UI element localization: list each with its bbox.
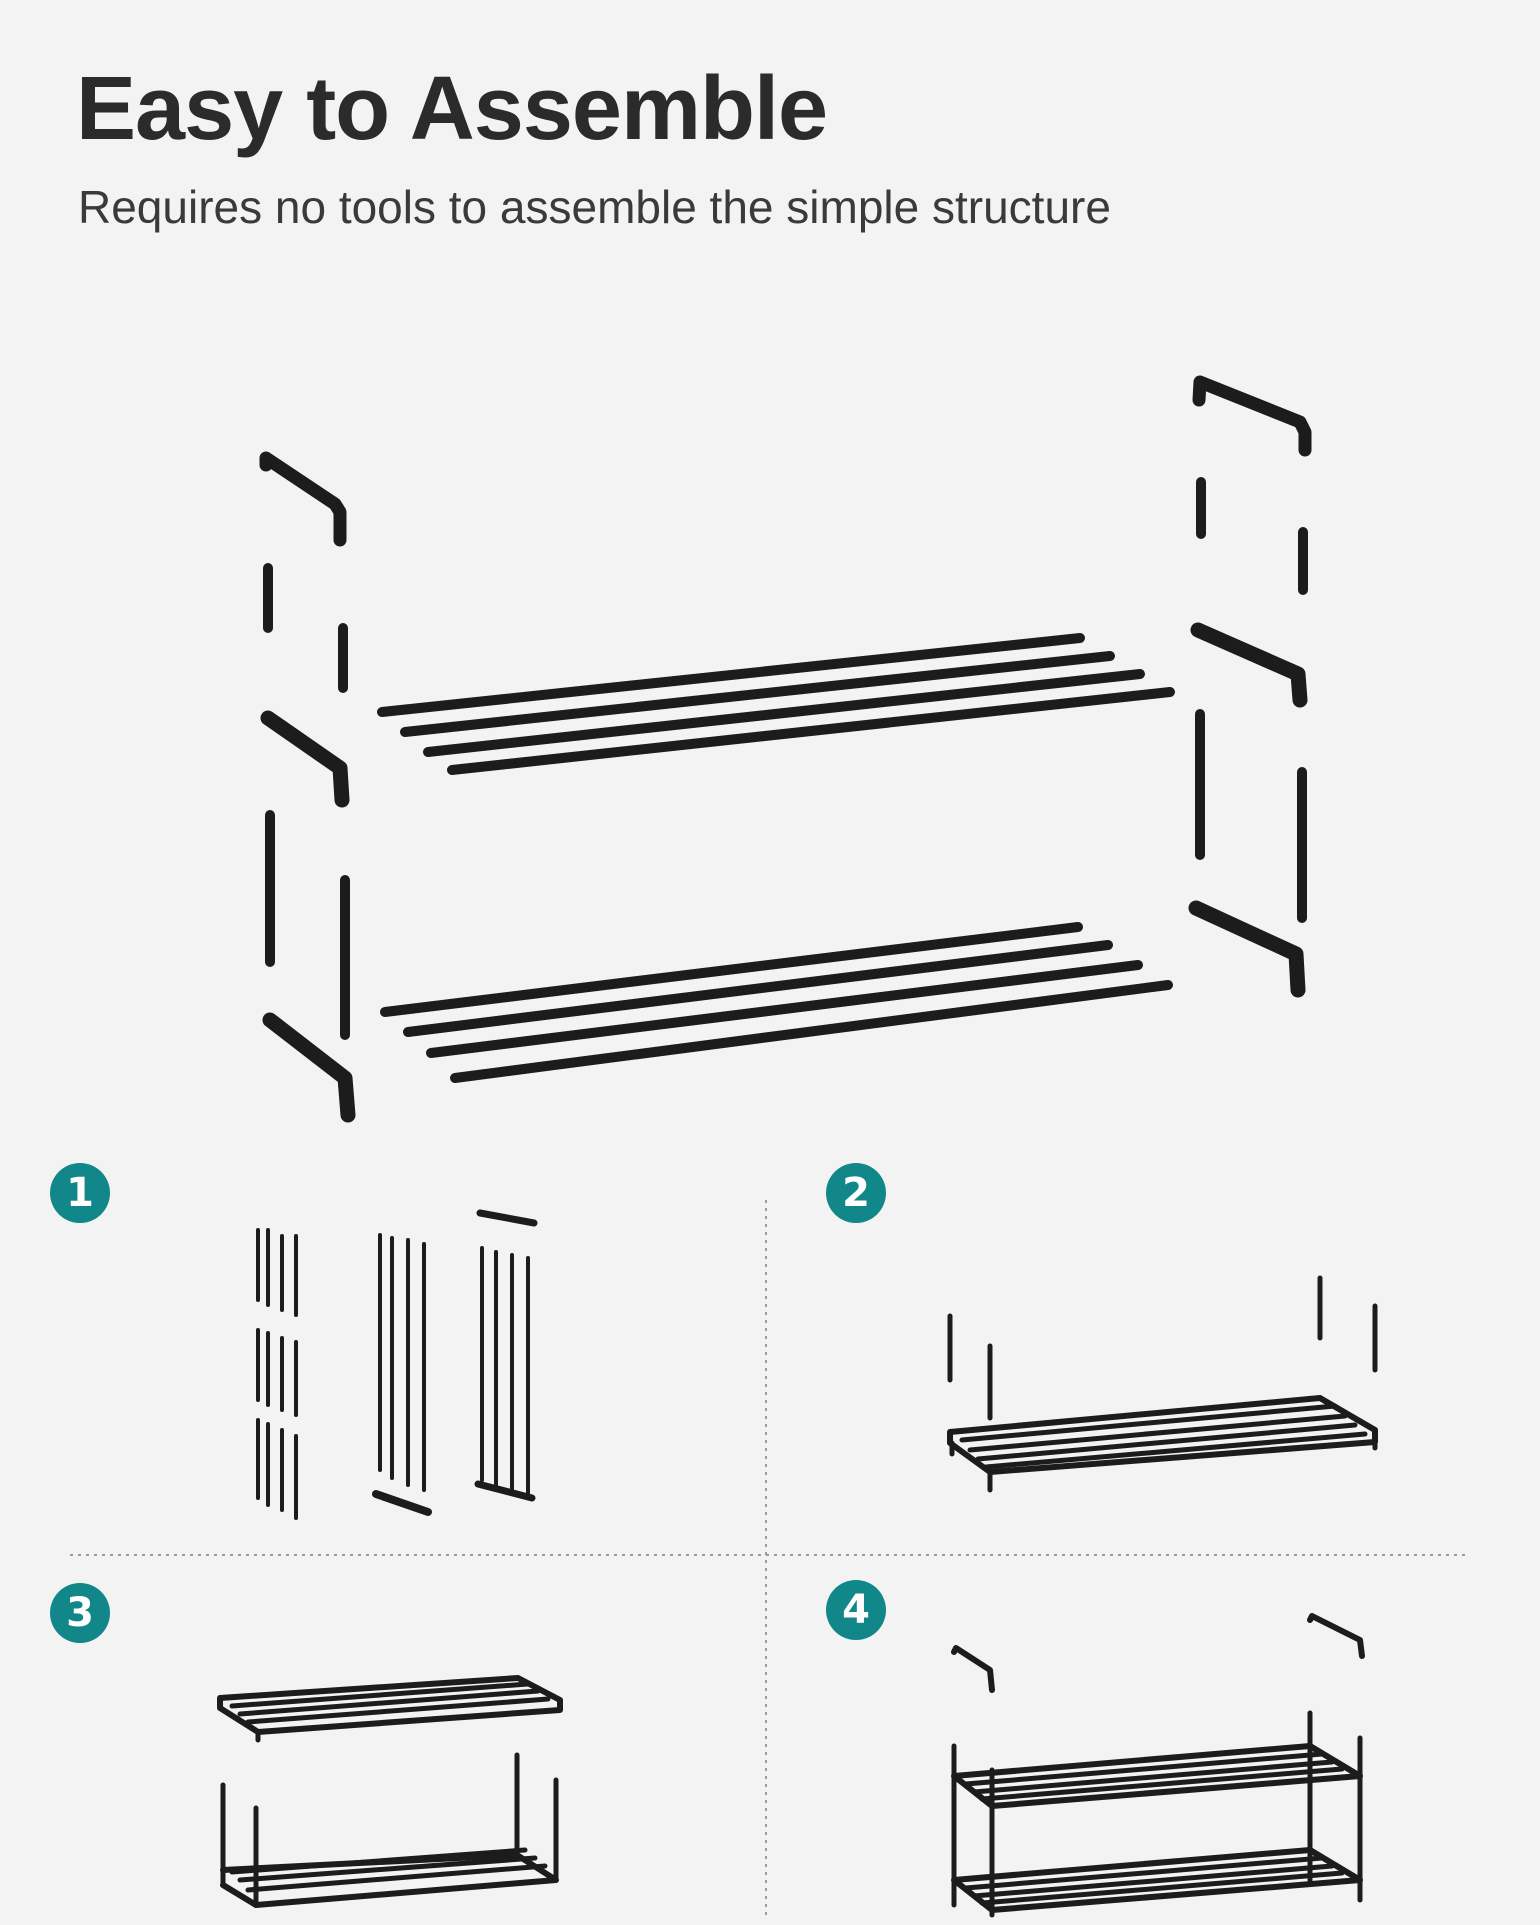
- step-1-badge: 1: [50, 1163, 110, 1223]
- step-4-illustration: [951, 1613, 1365, 1918]
- step-2-illustration: [947, 1275, 1378, 1493]
- step-dividers: [70, 1200, 1465, 1920]
- step-2-badge: 2: [826, 1163, 886, 1223]
- step-3-badge: 3: [50, 1583, 110, 1643]
- page-title: Easy to Assemble: [76, 59, 828, 159]
- page-subtitle: Requires no tools to assemble the simple…: [78, 181, 1111, 233]
- step-3-illustration: [217, 1675, 563, 1908]
- exploded-view: [259, 375, 1312, 1123]
- step-1-illustration: [256, 1209, 538, 1520]
- step-4-badge: 4: [826, 1580, 886, 1640]
